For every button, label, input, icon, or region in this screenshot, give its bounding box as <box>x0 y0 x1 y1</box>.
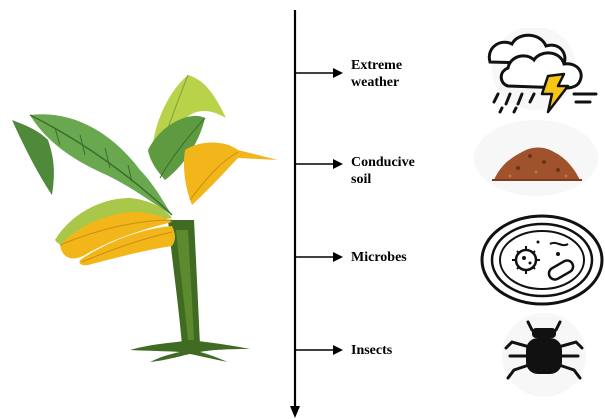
label-insects: Insects <box>351 342 392 359</box>
label-conducive-soil-line2: soil <box>351 171 415 188</box>
branch-arrow-soil <box>295 157 345 171</box>
branch-arrow-weather <box>295 66 345 80</box>
label-extreme-weather-line1: Extreme <box>351 57 402 74</box>
label-extreme-weather-line2: weather <box>351 74 402 91</box>
label-conducive-soil: Conducive soil <box>351 154 415 188</box>
label-extreme-weather: Extreme weather <box>351 57 402 91</box>
soil-mound-icon <box>470 118 600 198</box>
label-insects-line1: Insects <box>351 342 392 359</box>
label-microbes-line1: Microbes <box>351 249 407 266</box>
branch-arrow-microbes <box>295 250 345 264</box>
storm-cloud-icon <box>478 28 604 114</box>
label-conducive-soil-line1: Conducive <box>351 154 415 171</box>
leaf-right-yellow <box>184 143 278 206</box>
branch-arrow-insects <box>295 343 345 357</box>
banana-plant-illustration <box>0 0 290 419</box>
petri-dish-icon <box>480 214 604 306</box>
label-microbes: Microbes <box>351 249 407 266</box>
plant-roots <box>130 340 250 362</box>
beetle-icon <box>488 312 600 398</box>
